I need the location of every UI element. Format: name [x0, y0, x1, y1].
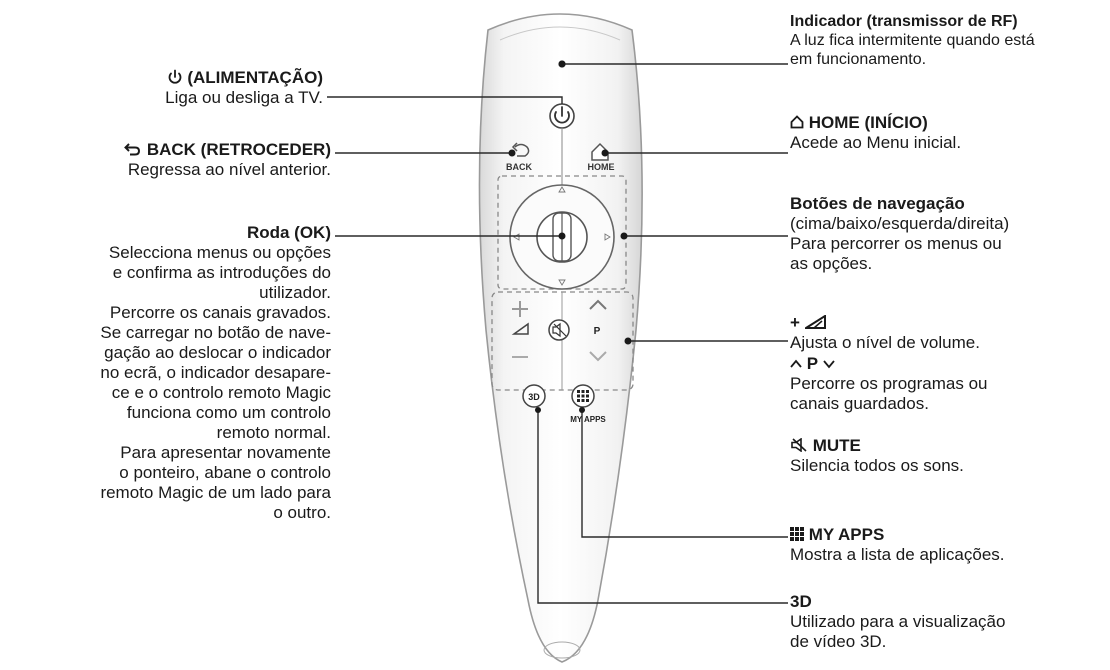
- leader-myapps: [581, 410, 788, 538]
- program-line: Percorre os programas ou: [790, 374, 988, 393]
- indicator-callout: Indicador (transmissor de RF) A luz fica…: [790, 12, 1106, 69]
- leader-power: [327, 96, 563, 104]
- power-button: [549, 103, 575, 129]
- wheel-line: e confirma as introduções do: [112, 263, 331, 282]
- wheel-title: Roda (OK): [246, 223, 331, 242]
- mute-icon: [791, 437, 807, 453]
- chevron-up-icon: [790, 359, 802, 368]
- grid-icon: [790, 527, 804, 541]
- mute-desc: Silencia todos os sons.: [790, 456, 964, 475]
- myapps-desc: Mostra a lista de aplicações.: [790, 545, 1005, 564]
- mute-callout: MUTE Silencia todos os sons.: [790, 436, 1106, 476]
- chevron-down-icon: [822, 360, 835, 369]
- back-icon: [124, 143, 141, 156]
- threed-line: Utilizado para a visualização: [790, 612, 1006, 631]
- volume-desc: Ajusta o nível de volume.: [790, 333, 980, 352]
- program-title: P: [806, 354, 818, 373]
- home-title: HOME (INÍCIO): [808, 113, 928, 132]
- indicator-line: em funcionamento.: [790, 51, 927, 68]
- wheel-callout: Roda (OK) Selecciona menus ou opções e c…: [0, 223, 331, 523]
- nav-callout: Botões de navegação (cima/baixo/esquerda…: [790, 194, 1106, 274]
- wheel-line: o ponteiro, abane o controlo: [119, 463, 331, 482]
- nav-title: Botões de navegação: [790, 194, 965, 213]
- myapps-button-label: MY APPS: [570, 415, 606, 424]
- threed-button-label: 3D: [528, 392, 540, 402]
- myapps-title: MY APPS: [808, 525, 885, 544]
- back-button-icon: [511, 142, 530, 157]
- nav-line: Para percorrer os menus ou: [790, 234, 1002, 253]
- threed-callout: 3D Utilizado para a visualização de víde…: [790, 592, 1106, 652]
- program-callout: P Percorre os programas ou canais guarda…: [790, 354, 1106, 414]
- wheel-line: utilizador.: [259, 283, 331, 302]
- back-desc: Regressa ao nível anterior.: [127, 160, 331, 179]
- wheel-line: Para apresentar novamente: [120, 443, 331, 462]
- myapps-callout: MY APPS Mostra a lista de aplicações.: [790, 525, 1106, 565]
- power-title: (ALIMENTAÇÃO): [187, 68, 323, 87]
- home-icon: [790, 115, 804, 129]
- home-callout: HOME (INÍCIO) Acede ao Menu inicial.: [790, 113, 1106, 153]
- wheel-line: funciona como um controlo: [126, 403, 331, 422]
- threed-button: [522, 384, 546, 408]
- myapps-button: [571, 384, 595, 408]
- program-up: [589, 299, 607, 310]
- wheel-line: remoto normal.: [216, 423, 331, 442]
- indicator-line: A luz fica intermitente quando está: [790, 32, 1035, 49]
- wheel-line: Selecciona menus ou opções: [108, 243, 331, 262]
- volume-callout: + Ajusta o nível de volume.: [790, 313, 1106, 353]
- power-desc: Liga ou desliga a TV.: [165, 88, 323, 107]
- volume-icon: [511, 322, 529, 335]
- volume-wedge-icon: [802, 314, 826, 329]
- nav-line: (cima/baixo/esquerda/direita): [790, 214, 1010, 233]
- wheel-line: remoto Magic de um lado para: [100, 483, 331, 502]
- wheel-line: gação ao deslocar o indicador: [104, 343, 331, 362]
- volume-plus: [512, 301, 528, 317]
- leader-threed: [537, 410, 788, 604]
- back-title: BACK (RETROCEDER): [146, 140, 331, 159]
- wheel-line: Percorre os canais gravados.: [109, 303, 331, 322]
- threed-line: de vídeo 3D.: [790, 632, 887, 651]
- nav-line: as opções.: [790, 254, 873, 273]
- power-icon: [168, 69, 181, 84]
- wheel-line: o outro.: [273, 503, 331, 522]
- back-callout: BACK (RETROCEDER) Regressa ao nível ante…: [20, 140, 331, 180]
- threed-title: 3D: [790, 592, 812, 611]
- wheel-line: Se carregar no botão de nave-: [100, 323, 331, 342]
- back-button-label: BACK: [506, 162, 532, 172]
- home-button-label: HOME: [588, 162, 615, 172]
- program-down: [589, 351, 607, 362]
- program-line: canais guardados.: [790, 394, 929, 413]
- home-desc: Acede ao Menu inicial.: [790, 133, 962, 152]
- mute-title: MUTE: [812, 436, 861, 455]
- wheel-line: no ecrã, o indicador desapare-: [100, 363, 331, 382]
- program-p-label: P: [594, 326, 601, 337]
- volume-title: +: [790, 313, 800, 332]
- indicator-title: Indicador (transmissor de RF): [790, 13, 1018, 30]
- mute-button: [548, 319, 570, 341]
- wheel-line: ce e o controlo remoto Magic: [111, 383, 331, 402]
- power-callout: (ALIMENTAÇÃO) Liga ou desliga a TV.: [40, 68, 323, 108]
